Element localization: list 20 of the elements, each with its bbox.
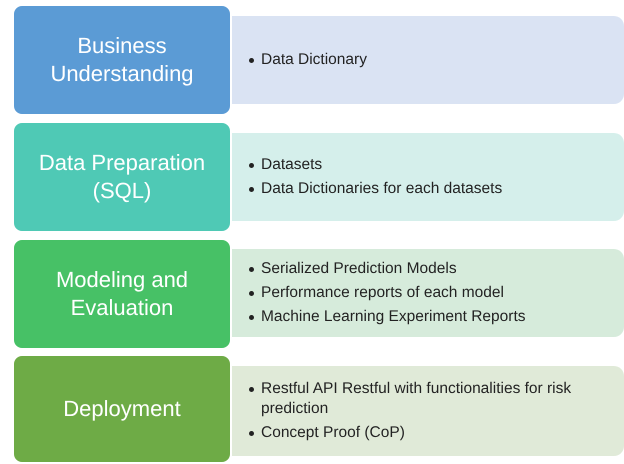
deliverables-panel bbox=[232, 16, 624, 104]
phase-title: Modeling and Evaluation bbox=[54, 266, 190, 322]
bullet-item: Data Dictionary bbox=[248, 50, 616, 70]
bullet-item: Performance reports of each model bbox=[248, 283, 616, 303]
deliverables-panel bbox=[232, 249, 624, 337]
bullet-item: Restful API Restful with functionalities for risk prediction bbox=[248, 379, 616, 419]
deliverables-panel bbox=[232, 366, 624, 456]
phase-box bbox=[12, 354, 232, 464]
bullet-item: Serialized Prediction Models bbox=[248, 259, 616, 279]
phase-box bbox=[12, 4, 232, 116]
bullet-item: Datasets bbox=[248, 155, 616, 175]
phase-box bbox=[12, 238, 232, 350]
deliverables-panel bbox=[232, 133, 624, 221]
phase-title: Data Preparation (SQL) bbox=[38, 149, 206, 205]
bullet-item: Machine Learning Experiment Reports bbox=[248, 307, 616, 327]
phase-title: Business Understanding bbox=[49, 32, 195, 88]
phase-box bbox=[12, 121, 232, 233]
bullet-item: Data Dictionaries for each datasets bbox=[248, 179, 616, 199]
bullet-item: Concept Proof (CoP) bbox=[248, 423, 616, 443]
phase-title: Deployment bbox=[63, 395, 181, 423]
